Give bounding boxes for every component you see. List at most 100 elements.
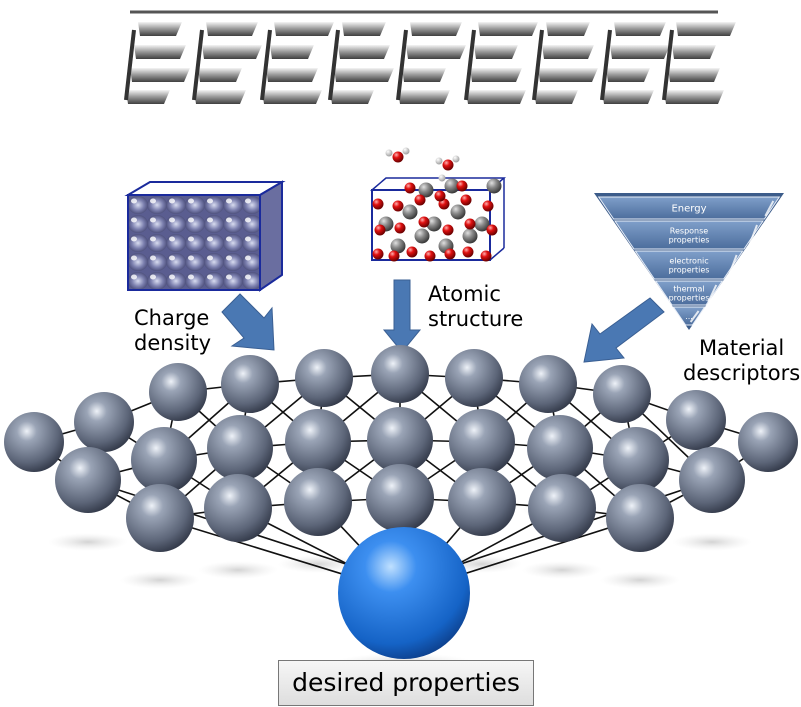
- arrow-descriptors-to-network-icon: [583, 297, 665, 363]
- arrow-structure-to-network-icon: [382, 279, 422, 353]
- logo-stroke: [478, 22, 538, 36]
- logo-stroke: [672, 45, 716, 59]
- logo-stroke: [668, 68, 720, 82]
- pyramid-gloss: [707, 284, 718, 303]
- network-node: [284, 468, 352, 536]
- logo-stroke: [130, 68, 190, 82]
- pyramid-tier-label: thermal: [673, 284, 704, 293]
- charge-highlight: [169, 217, 175, 223]
- network-node: [126, 484, 194, 552]
- charge-blob: [223, 234, 243, 252]
- metal-atom: [426, 216, 442, 232]
- pyramid-gloss: [689, 310, 700, 323]
- network-node: [519, 355, 577, 413]
- charge-highlight: [131, 198, 137, 204]
- logo-stroke: [676, 22, 736, 36]
- oxygen-atom: [486, 224, 498, 236]
- pyramid-gloss: [748, 224, 758, 247]
- oxygen-atom: [460, 194, 472, 206]
- logo-stroke: [532, 29, 544, 101]
- logo-stroke: [610, 45, 670, 59]
- logo-stroke: [406, 45, 466, 59]
- oxygen-atom: [442, 224, 454, 236]
- metal-atom: [390, 238, 406, 254]
- charge-highlight: [245, 198, 251, 204]
- pyramid-gloss: [727, 254, 738, 277]
- network-node: [738, 412, 798, 472]
- charge-blob: [147, 234, 167, 252]
- network-nodes: [4, 345, 798, 659]
- metal-atom: [474, 216, 490, 232]
- oxygen-atom: [424, 250, 436, 262]
- charge-highlight: [207, 198, 213, 204]
- network-node: [449, 409, 515, 475]
- metal-atom: [402, 204, 418, 220]
- charge-highlight: [188, 198, 194, 204]
- charge-blob: [128, 215, 148, 233]
- atomic-structure-icon: [369, 147, 507, 262]
- charge-highlight: [169, 236, 175, 242]
- charge-highlight: [150, 198, 156, 204]
- material-descriptors-label: Material descriptors: [683, 336, 801, 385]
- charge-highlight: [188, 274, 194, 280]
- pyramid-tier-label: ...: [685, 312, 693, 321]
- pyramid-tier-label: Energy: [671, 204, 706, 215]
- water-oxygen-atom: [392, 151, 404, 163]
- pyramid-tier: [654, 280, 724, 306]
- hydrogen-atom: [435, 157, 443, 165]
- logo-stroke: [534, 90, 578, 104]
- charge-highlight: [207, 236, 213, 242]
- charge-highlight: [207, 255, 213, 261]
- charge-blob: [204, 196, 224, 214]
- charge-highlight: [245, 255, 251, 261]
- oxygen-atom: [418, 216, 430, 228]
- logo-stroke: [194, 90, 246, 104]
- charge-highlight: [131, 217, 137, 223]
- logo-stroke: [260, 29, 272, 101]
- network-node: [74, 392, 134, 452]
- charge-blob: [204, 272, 224, 290]
- network-node: [4, 412, 64, 472]
- logo-wordmark: PYROPHNET: [124, 10, 736, 104]
- node-shadow: [198, 561, 278, 579]
- logo-stroke: [470, 68, 522, 82]
- charge-blob: [166, 234, 186, 252]
- logo-stroke: [402, 68, 446, 82]
- node-shadow: [522, 561, 602, 579]
- charge-highlight: [245, 274, 251, 280]
- hydrogen-atom: [402, 147, 410, 155]
- logo-stroke: [466, 90, 526, 104]
- charge-blob: [128, 272, 148, 290]
- network-node: [221, 355, 279, 413]
- charge-blob: [185, 215, 205, 233]
- oxygen-atom: [394, 222, 406, 234]
- charge-blob: [204, 215, 224, 233]
- oxygen-atom: [482, 200, 494, 212]
- charge-highlight: [207, 274, 213, 280]
- charge-blob: [223, 215, 243, 233]
- pyramid-gloss: [764, 200, 775, 217]
- charge-highlight: [188, 236, 194, 242]
- charge-blob: [166, 196, 186, 214]
- pyramid-tier: [597, 196, 781, 220]
- oxygen-atom: [388, 250, 400, 262]
- metal-atom: [444, 178, 460, 194]
- node-shadow: [120, 571, 200, 589]
- charge-blob: [147, 253, 167, 271]
- atomic-structure-label: Atomic structure: [428, 282, 524, 331]
- metal-atom: [486, 178, 502, 194]
- oxygen-atom: [406, 246, 418, 258]
- oxygen-atom: [372, 248, 384, 260]
- logo-stroke: [474, 45, 518, 59]
- water-oxygen-atom: [442, 159, 454, 171]
- logo-stroke: [342, 22, 386, 36]
- network-node: [679, 447, 745, 513]
- hydrogen-atom: [452, 155, 460, 163]
- charge-highlight: [226, 217, 232, 223]
- charge-highlight: [150, 274, 156, 280]
- charge-blob: [223, 196, 243, 214]
- oxygen-atom: [392, 200, 404, 212]
- charge-density-label: Charge density: [134, 306, 211, 355]
- charge-blob: [185, 253, 205, 271]
- desired-properties-box: desired properties: [278, 660, 534, 706]
